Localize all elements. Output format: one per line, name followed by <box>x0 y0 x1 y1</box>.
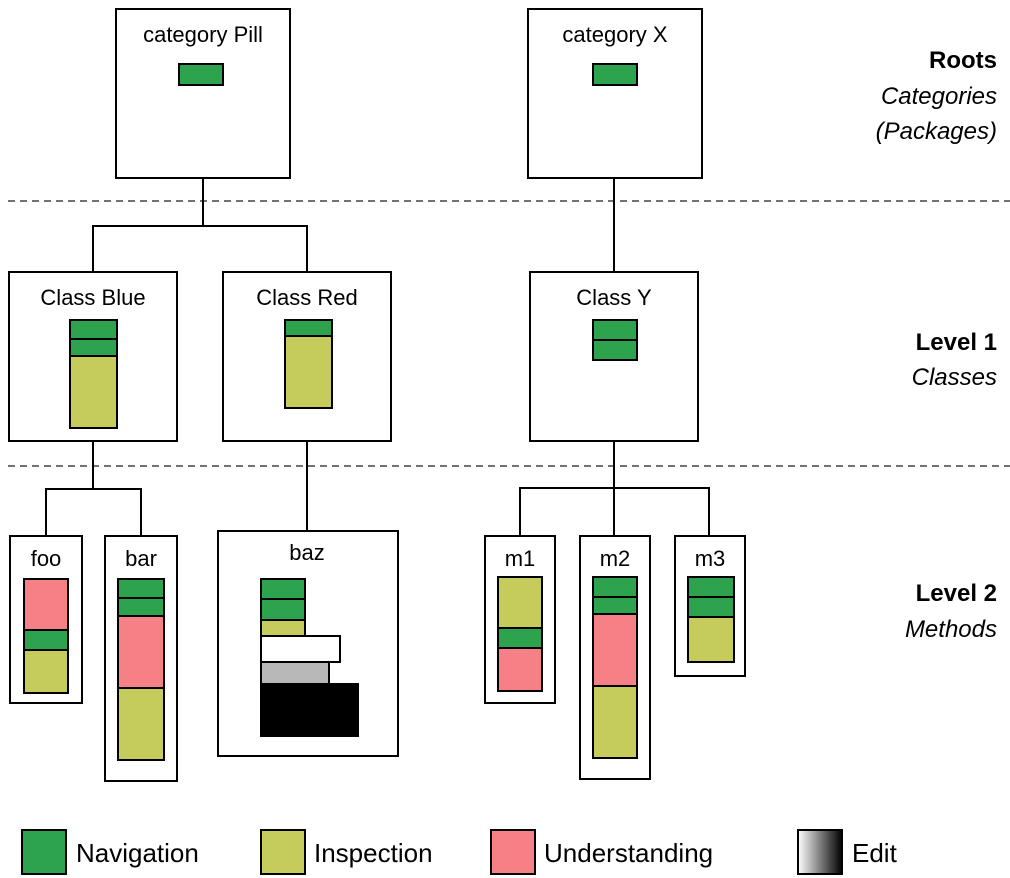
legend: Navigation Inspection Understanding Edit <box>21 829 898 875</box>
legend-swatch-understanding <box>490 829 536 875</box>
node-method-m1[interactable]: m1 <box>484 535 556 704</box>
activity-navigation <box>117 578 165 599</box>
node-label: Class Red <box>256 285 357 310</box>
activity-navigation <box>592 596 638 615</box>
level-subtitle: Categories <box>881 83 997 110</box>
node-label: m1 <box>505 546 536 571</box>
legend-swatch-edit <box>797 829 843 875</box>
legend-item-edit: Edit <box>797 829 898 875</box>
level-subtitle: (Packages) <box>876 118 997 145</box>
activity-navigation <box>23 629 69 651</box>
node-method-baz[interactable]: baz <box>217 530 399 757</box>
level-annotation-level2: Level 2 Methods <box>905 580 997 643</box>
node-label: Class Blue <box>40 285 145 310</box>
activity-inspection <box>284 335 333 409</box>
node-class-red[interactable]: Class Red <box>222 271 392 442</box>
activity-navigation <box>69 319 118 340</box>
node-method-foo[interactable]: foo <box>9 535 83 704</box>
legend-item-navigation: Navigation <box>21 829 199 875</box>
node-category-pill[interactable]: category Pill <box>115 8 291 179</box>
activity-navigation <box>284 319 333 337</box>
legend-swatch-inspection <box>260 829 306 875</box>
node-label: category X <box>562 22 667 47</box>
activity-navigation <box>592 576 638 598</box>
activity-inspection <box>687 616 735 663</box>
edge-y-to-m3 <box>614 487 710 536</box>
node-method-bar[interactable]: bar <box>104 535 178 782</box>
activity-navigation <box>592 339 638 361</box>
activity-understanding <box>23 578 69 631</box>
legend-label: Inspection <box>314 838 433 868</box>
edge-y-to-m1 <box>519 441 615 536</box>
activity-navigation <box>117 597 165 617</box>
level-subtitle: Methods <box>905 616 997 643</box>
level-subtitle: Classes <box>912 364 997 391</box>
level-annotation-level1: Level 1 Classes <box>912 329 997 391</box>
activity-navigation <box>178 63 224 86</box>
node-label: Class Y <box>576 285 652 310</box>
edge-blue-to-foo <box>45 441 94 536</box>
node-label: foo <box>31 546 62 571</box>
activity-navigation <box>69 338 118 357</box>
legend-item-understanding: Understanding <box>490 829 713 875</box>
level-title: Roots <box>929 47 997 74</box>
activity-inspection <box>69 355 118 429</box>
tree-edges <box>45 178 710 536</box>
activity-understanding <box>592 613 638 687</box>
activity-understanding <box>117 615 165 689</box>
activity-edit-medium <box>260 661 330 685</box>
activity-edit-dark <box>260 683 359 737</box>
node-label: category Pill <box>143 22 263 47</box>
activity-understanding <box>497 647 543 692</box>
edge-pill-to-class-red <box>203 225 308 272</box>
activity-navigation <box>260 598 306 621</box>
node-label: m3 <box>695 546 726 571</box>
activity-inspection <box>23 649 69 694</box>
level-annotation-roots: Roots Categories (Packages) <box>876 47 997 145</box>
activity-navigation <box>592 319 638 341</box>
node-label: bar <box>125 546 157 571</box>
activity-navigation <box>497 627 543 649</box>
activity-navigation <box>687 576 735 598</box>
activity-inspection <box>117 687 165 761</box>
activity-inspection <box>260 619 306 637</box>
node-class-y[interactable]: Class Y <box>529 271 699 442</box>
level-title: Level 1 <box>916 329 997 356</box>
node-label: m2 <box>600 546 631 571</box>
edge-blue-to-bar <box>93 488 142 536</box>
level-title: Level 2 <box>916 580 997 607</box>
activity-navigation <box>687 596 735 618</box>
legend-label: Edit <box>852 838 898 868</box>
node-method-m2[interactable]: m2 <box>579 535 651 780</box>
node-category-x[interactable]: category X <box>527 8 703 179</box>
node-label: baz <box>289 540 324 565</box>
legend-swatch-navigation <box>21 829 67 875</box>
activity-navigation <box>592 63 638 86</box>
activity-inspection <box>497 576 543 629</box>
legend-label: Understanding <box>544 838 713 868</box>
edge-pill-to-classes <box>92 178 204 272</box>
activity-edit-light <box>260 635 341 663</box>
node-method-m3[interactable]: m3 <box>674 535 746 677</box>
legend-item-inspection: Inspection <box>260 829 433 875</box>
legend-label: Navigation <box>76 838 199 868</box>
activity-inspection <box>592 685 638 759</box>
node-class-blue[interactable]: Class Blue <box>8 271 178 442</box>
activity-navigation <box>260 578 306 600</box>
